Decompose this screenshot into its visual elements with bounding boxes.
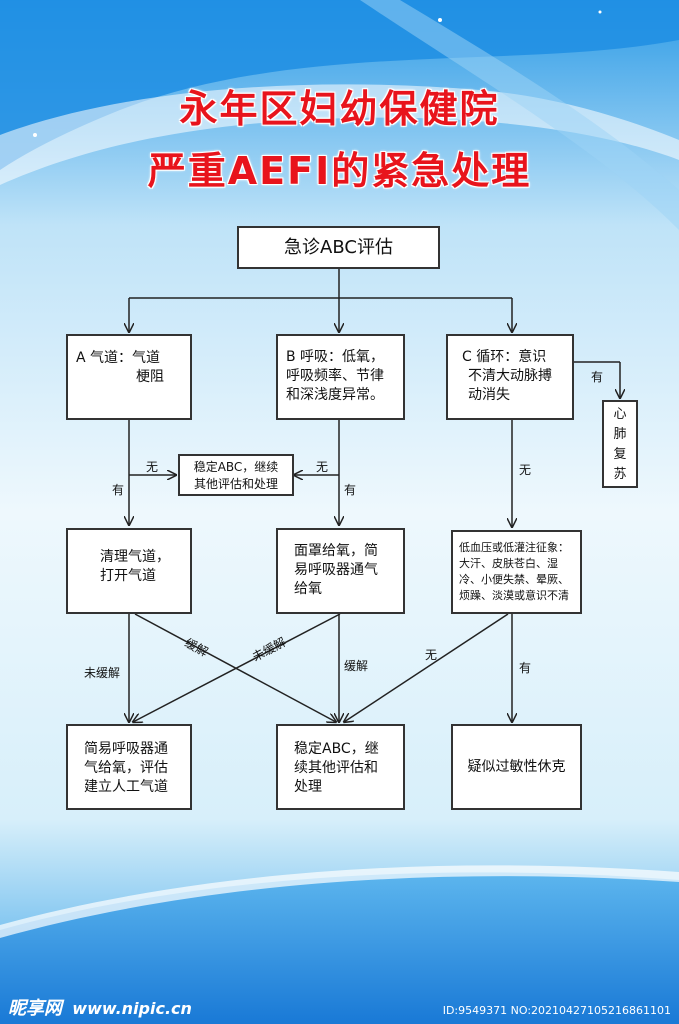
mask-oxygen-line-2: 易呼吸器通气	[294, 562, 378, 578]
mask-oxygen-line-3: 给氧	[294, 581, 322, 597]
label-not-relieved-left: 未缓解	[84, 666, 121, 680]
circulation-box-line-2: 不清大动脉搏	[468, 368, 552, 384]
label-b-yes: 有	[344, 483, 357, 497]
clear-airway-line-2: 打开气道	[100, 568, 156, 584]
breathing-box: B 呼吸：低氧， 呼吸频率、节律 和深浅度异常。	[276, 334, 405, 420]
cpr-char-1: 心	[613, 407, 627, 422]
simple-respirator-line-1: 简易呼吸器通	[84, 741, 168, 757]
anaphylaxis-box: 疑似过敏性休克	[451, 724, 582, 810]
label-b-no: 无	[316, 460, 329, 474]
cpr-char-3: 复	[613, 447, 627, 462]
cpr-char-2: 肺	[613, 427, 627, 442]
stabilize-middle-line-2: 其他评估和处理	[193, 477, 278, 491]
label-c-yes: 有	[591, 370, 604, 384]
breathing-box-line-3: 和深浅度异常。	[286, 387, 384, 403]
watermark-site: www.nipic.cn	[72, 999, 192, 1018]
watermark-logo-text: 昵享网	[8, 998, 62, 1019]
stabilize-bottom-line-3: 处理	[294, 779, 322, 795]
stabilize-middle-line-1: 稳定ABC，继续	[193, 460, 279, 474]
clear-airway-line-1: 清理气道，	[100, 549, 170, 565]
circulation-box: C 循环：意识 不清大动脉搏 动消失	[446, 334, 574, 420]
airway-box-line-1: A 气道：气道	[76, 350, 161, 366]
breathing-box-line-2: 呼吸频率、节律	[286, 368, 384, 384]
cpr-char-4: 苏	[613, 467, 627, 482]
label-c-no: 无	[519, 463, 532, 477]
title-line-2: 严重AEFI的紧急处理	[147, 149, 532, 193]
label-a-yes: 有	[112, 483, 125, 497]
watermark-logo: 昵享网 www.nipic.cn	[8, 994, 192, 1020]
stabilize-abc-box-middle: 稳定ABC，继续 其他评估和处理	[178, 454, 294, 496]
watermark-id: ID:9549371 NO:20210427105216861101	[442, 1004, 671, 1017]
airway-box-line-2: 梗阻	[136, 369, 164, 385]
stabilize-bottom-line-1: 稳定ABC，继	[294, 741, 379, 757]
low-bp-signs-box: 低血压或低灌注征象： 大汗、皮肤苍白、湿 冷、小便失禁、晕厥、 烦躁、淡漠或意识…	[451, 530, 582, 614]
label-lowbp-yes: 有	[519, 661, 532, 675]
label-lowbp-no: 无	[425, 648, 438, 662]
low-bp-line-1: 低血压或低灌注征象：	[459, 541, 569, 554]
low-bp-line-4: 烦躁、淡漠或意识不清	[459, 589, 569, 602]
mask-oxygen-line-1: 面罩给氧，简	[294, 543, 378, 559]
cpr-box: 心 肺 复 苏	[602, 400, 638, 488]
stabilize-abc-box-bottom: 稳定ABC，继 续其他评估和 处理	[276, 724, 405, 810]
low-bp-line-3: 冷、小便失禁、晕厥、	[459, 573, 569, 586]
circulation-box-line-1: C 循环：意识	[462, 349, 547, 365]
simple-respirator-line-2: 气给氧，评估	[84, 760, 168, 776]
circulation-box-line-3: 动消失	[468, 387, 510, 403]
clear-airway-box: 清理气道， 打开气道	[66, 528, 192, 614]
stabilize-bottom-line-2: 续其他评估和	[294, 760, 378, 776]
simple-respirator-line-3: 建立人工气道	[84, 779, 168, 795]
breathing-box-line-1: B 呼吸：低氧，	[286, 349, 385, 365]
abc-assessment-box: 急诊ABC评估	[237, 226, 440, 269]
airway-box: A 气道：气道 梗阻	[66, 334, 192, 420]
label-relieved-middle: 缓解	[344, 659, 369, 673]
label-a-no: 无	[146, 460, 159, 474]
low-bp-line-2: 大汗、皮肤苍白、湿	[459, 557, 558, 570]
title-line-1: 永年区妇幼保健院	[179, 87, 500, 131]
mask-oxygen-box: 面罩给氧，简 易呼吸器通气 给氧	[276, 528, 405, 614]
simple-respirator-box: 简易呼吸器通 气给氧，评估 建立人工气道	[66, 724, 192, 810]
